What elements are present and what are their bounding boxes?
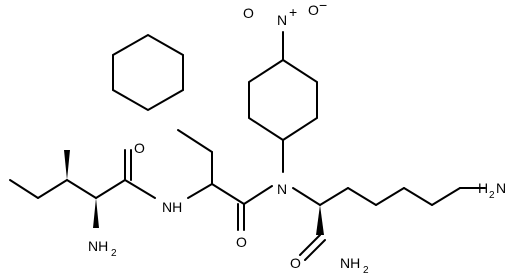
nitro-n-label: N bbox=[277, 12, 287, 28]
lysine-fragment bbox=[292, 187, 486, 261]
o1-label: O bbox=[134, 140, 145, 156]
h2n-n-label: N bbox=[496, 180, 506, 196]
amide-n-label: N bbox=[277, 181, 287, 197]
nitro-o-top-label: O bbox=[308, 2, 319, 18]
o3-label: O bbox=[290, 255, 301, 271]
nh2-left-label: NH bbox=[88, 238, 108, 254]
isoleucine-fragment bbox=[9, 149, 156, 228]
o2-label: O bbox=[236, 234, 247, 250]
nh2-left-sub: 2 bbox=[111, 248, 117, 259]
nh2-right-sub: 2 bbox=[363, 265, 369, 276]
h2n-label: H bbox=[478, 180, 488, 196]
h2n-sub: 2 bbox=[489, 190, 495, 201]
nitro-minus-label: − bbox=[319, 0, 327, 13]
nitro-plus-label: + bbox=[289, 4, 297, 20]
nitro-o-left-label: O bbox=[243, 5, 254, 21]
nh-label: NH bbox=[162, 199, 182, 215]
nitrophenyl-fragment bbox=[248, 31, 318, 173]
nh2-right-label: NH bbox=[340, 255, 360, 271]
phenylalanine-fragment bbox=[112, 33, 273, 231]
atom-labels: N + O − O N NH O O O NH 2 NH 2 H 2 N bbox=[88, 0, 506, 276]
